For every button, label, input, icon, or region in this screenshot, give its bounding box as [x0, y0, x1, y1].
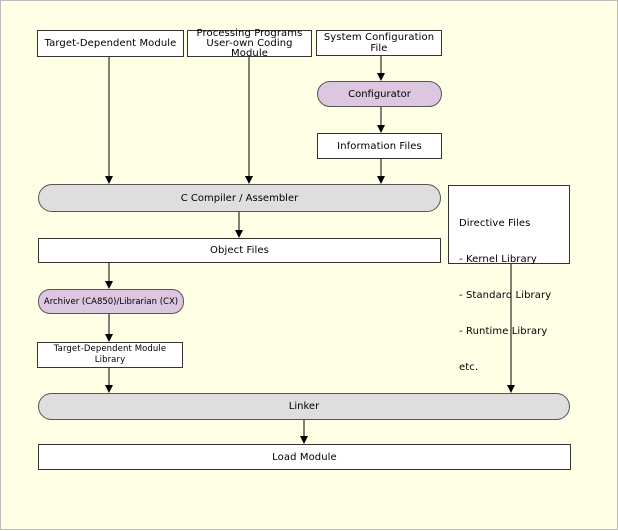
directive-files-footer: etc. [459, 362, 479, 373]
information-files-box: Information Files [317, 133, 442, 159]
archiver-librarian-box: Archiver (CA850)/Librarian (CX) [38, 289, 184, 314]
archiver-librarian-label: Archiver (CA850)/Librarian (CX) [43, 296, 179, 307]
processing-programs-box: Processing Programs User-own Coding Modu… [187, 27, 312, 59]
directive-files-box: Directive Files - Kernel Library - Stand… [448, 185, 570, 373]
information-files-label: Information Files [337, 140, 422, 152]
load-module-box: Load Module [38, 444, 571, 470]
c-compiler-assembler-box: C Compiler / Assembler [38, 184, 441, 212]
load-module-label: Load Module [272, 451, 337, 463]
directive-files-title: Directive Files [459, 218, 531, 229]
directive-files-item-standard: - Standard Library [459, 290, 552, 301]
target-dependent-module-library-label: Target-Dependent Module Library [53, 344, 167, 365]
target-dependent-module-box: Target-Dependent Module [37, 30, 184, 57]
directive-files-item-runtime: - Runtime Library [459, 326, 548, 337]
c-compiler-assembler-label: C Compiler / Assembler [180, 192, 299, 204]
configurator-label: Configurator [348, 88, 411, 100]
target-dependent-module-label: Target-Dependent Module [44, 38, 177, 49]
user-own-coding-module-label: User-own Coding Module [206, 37, 293, 59]
object-files-label: Object Files [210, 245, 269, 256]
target-dependent-module-library-box: Target-Dependent Module Library [37, 342, 183, 368]
linker-label: Linker [288, 401, 320, 412]
linker-box: Linker [38, 393, 570, 420]
directive-files-content: Directive Files - Kernel Library - Stand… [459, 194, 551, 398]
object-files-box: Object Files [38, 238, 441, 263]
system-configuration-file-label: System Configuration File [323, 32, 435, 54]
processing-programs-label: Processing Programs [196, 27, 303, 39]
configurator-box: Configurator [317, 81, 442, 107]
directive-files-item-kernel: - Kernel Library [459, 254, 537, 265]
system-configuration-file-box: System Configuration File [316, 30, 442, 56]
